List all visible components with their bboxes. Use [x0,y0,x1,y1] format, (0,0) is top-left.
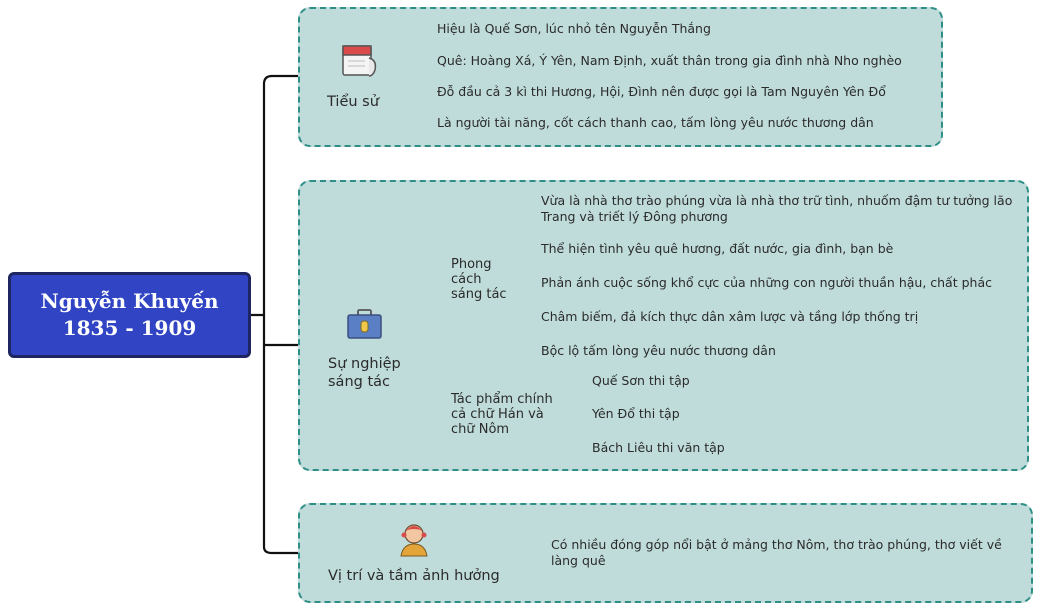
panel-tieu-su [298,7,943,147]
tieu-su-title: Tiểu sử [327,94,379,110]
phong-cach-item-4: Châm biếm, đả kích thực dân xâm lược và … [541,309,919,324]
phong-cach-label-1: Phong [451,257,492,272]
tac-pham-item-3: Bách Liêu thi văn tập [592,440,725,455]
root-years: 1835 - 1909 [62,316,197,340]
tac-pham-label-3: chữ Nôm [451,422,510,437]
tac-pham-item-2: Yên Đổ thi tập [592,406,680,421]
vi-tri-text: Có nhiều đóng góp nổi bật ở mảng thơ Nôm… [551,537,1002,568]
phong-cach-item-3: Phản ánh cuộc sống khổ cực của những con… [541,275,992,290]
panel-su-nghiep [298,180,1029,471]
phong-cach-label-2: cách [451,272,482,287]
tieu-su-item-3: Đỗ đầu cả 3 kì thi Hương, Hội, Đình nên … [437,84,886,99]
phong-cach-item-1: Vừa là nhà thơ trào phúng vừa là nhà thơ… [541,193,1013,224]
tac-pham-item-1: Quế Sơn thi tập [592,373,690,388]
su-nghiep-title-2: sáng tác [328,374,390,390]
phong-cach-item-2: Thể hiện tình yêu quê hương, đất nước, g… [541,241,894,256]
person-icon [399,521,429,561]
tac-pham-label-2: cả chữ Hán và [451,407,544,422]
tieu-su-item-4: Là người tài năng, cốt cách thanh cao, t… [437,115,874,130]
tac-pham-label-1: Tác phẩm chính [451,392,553,407]
phong-cach-item-5: Bộc lộ tấm lòng yêu nước thương dân [541,343,776,358]
phong-cach-label-3: sáng tác [451,287,507,302]
vi-tri-title: Vị trí và tầm ảnh hưởng [328,568,500,584]
root-node: Nguyễn Khuyến 1835 - 1909 [8,272,251,358]
su-nghiep-title-1: Sự nghiệp [328,356,401,372]
tieu-su-item-2: Quê: Hoàng Xá, Ý Yên, Nam Định, xuất thâ… [437,53,902,68]
briefcase-icon [346,308,384,344]
root-name: Nguyễn Khuyến [40,289,219,313]
calendar-icon [341,44,379,82]
tieu-su-item-1: Hiệu là Quế Sơn, lúc nhỏ tên Nguyễn Thắn… [437,21,711,36]
panel-vi-tri [298,503,1033,603]
